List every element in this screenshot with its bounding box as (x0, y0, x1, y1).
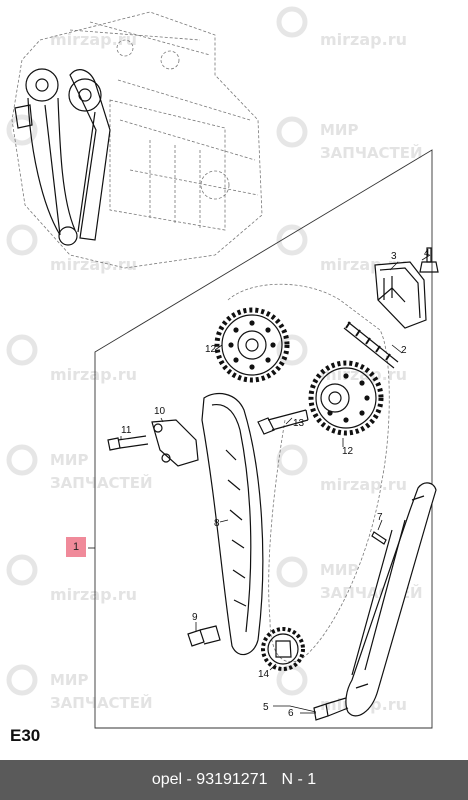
footer-part-number: opel - 93191271 (151, 771, 268, 788)
chain-tensioner (374, 261, 427, 329)
watermark-text: МИР (50, 451, 88, 469)
tensioner-guide-rail (201, 392, 264, 656)
watermark-text: mirzap.ru (320, 365, 407, 384)
leader-lines (88, 254, 431, 714)
camshaft-sprocket-lower (308, 360, 384, 436)
pivot-bolt (187, 625, 221, 647)
callout-14: 14 (258, 669, 270, 680)
watermark-text: mirzap.ru (320, 475, 407, 494)
watermark-text: mirzap.ru (50, 30, 137, 49)
reference-badge-1[interactable]: 1 (66, 537, 86, 557)
callout-7: 7 (377, 512, 383, 523)
watermark-text: mirzap.ru (50, 365, 137, 384)
watermark-logo-icon (6, 6, 308, 696)
callout-12: 12 (205, 344, 217, 355)
timing-chain-diagram: mirzap.ru mirzap.ru МИР ЗАПЧАСТЕЙ mirzap… (6, 6, 439, 729)
callout-3: 3 (391, 251, 397, 262)
watermark-text: mirzap.ru (50, 255, 137, 274)
watermark-text: ЗАПЧАСТЕЙ (50, 693, 153, 712)
watermark-text: МИР (320, 121, 358, 139)
callout-12: 12 (342, 446, 354, 457)
assembly-frame (94, 149, 433, 729)
callout-8: 8 (214, 518, 220, 529)
fixed-guide-rail (345, 482, 437, 717)
timing-chain-segment (343, 321, 399, 369)
callout-4: 4 (424, 248, 430, 259)
watermark-text: ЗАПЧАСТЕЙ (50, 473, 153, 492)
camshaft-sprocket-upper (214, 307, 290, 383)
callout-2: 2 (401, 345, 407, 356)
crankshaft-sprocket (261, 627, 305, 671)
callout-labels: 2 3 4 12 12 13 10 11 8 7 9 14 5 6 (121, 248, 430, 719)
guide-bolt-13 (257, 409, 309, 435)
callout-11: 11 (121, 425, 132, 436)
footer-bar: opel - 93191271 N - 1 (0, 760, 468, 800)
callout-6: 6 (288, 708, 294, 719)
guide-pin (371, 531, 387, 545)
watermark-text: mirzap.ru (320, 30, 407, 49)
rail-bolt (313, 697, 349, 721)
section-code: E30 (10, 726, 41, 745)
watermark-text: ЗАПЧАСТЕЙ (320, 143, 423, 162)
guide-bracket (151, 419, 199, 467)
watermark-text: МИР (50, 671, 88, 689)
callout-10: 10 (154, 406, 166, 417)
chain-path (227, 283, 390, 663)
engine-block (11, 11, 263, 269)
callout-9: 9 (192, 612, 198, 623)
watermark-text: mirzap.ru (50, 585, 137, 604)
bolt-11 (107, 435, 149, 451)
watermark-text: МИР (320, 561, 358, 579)
footer-page: N - 1 (281, 771, 317, 788)
callout-13: 13 (293, 418, 305, 429)
watermark-layer: mirzap.ru mirzap.ru МИР ЗАПЧАСТЕЙ mirzap… (6, 6, 423, 714)
callout-5: 5 (263, 702, 269, 713)
